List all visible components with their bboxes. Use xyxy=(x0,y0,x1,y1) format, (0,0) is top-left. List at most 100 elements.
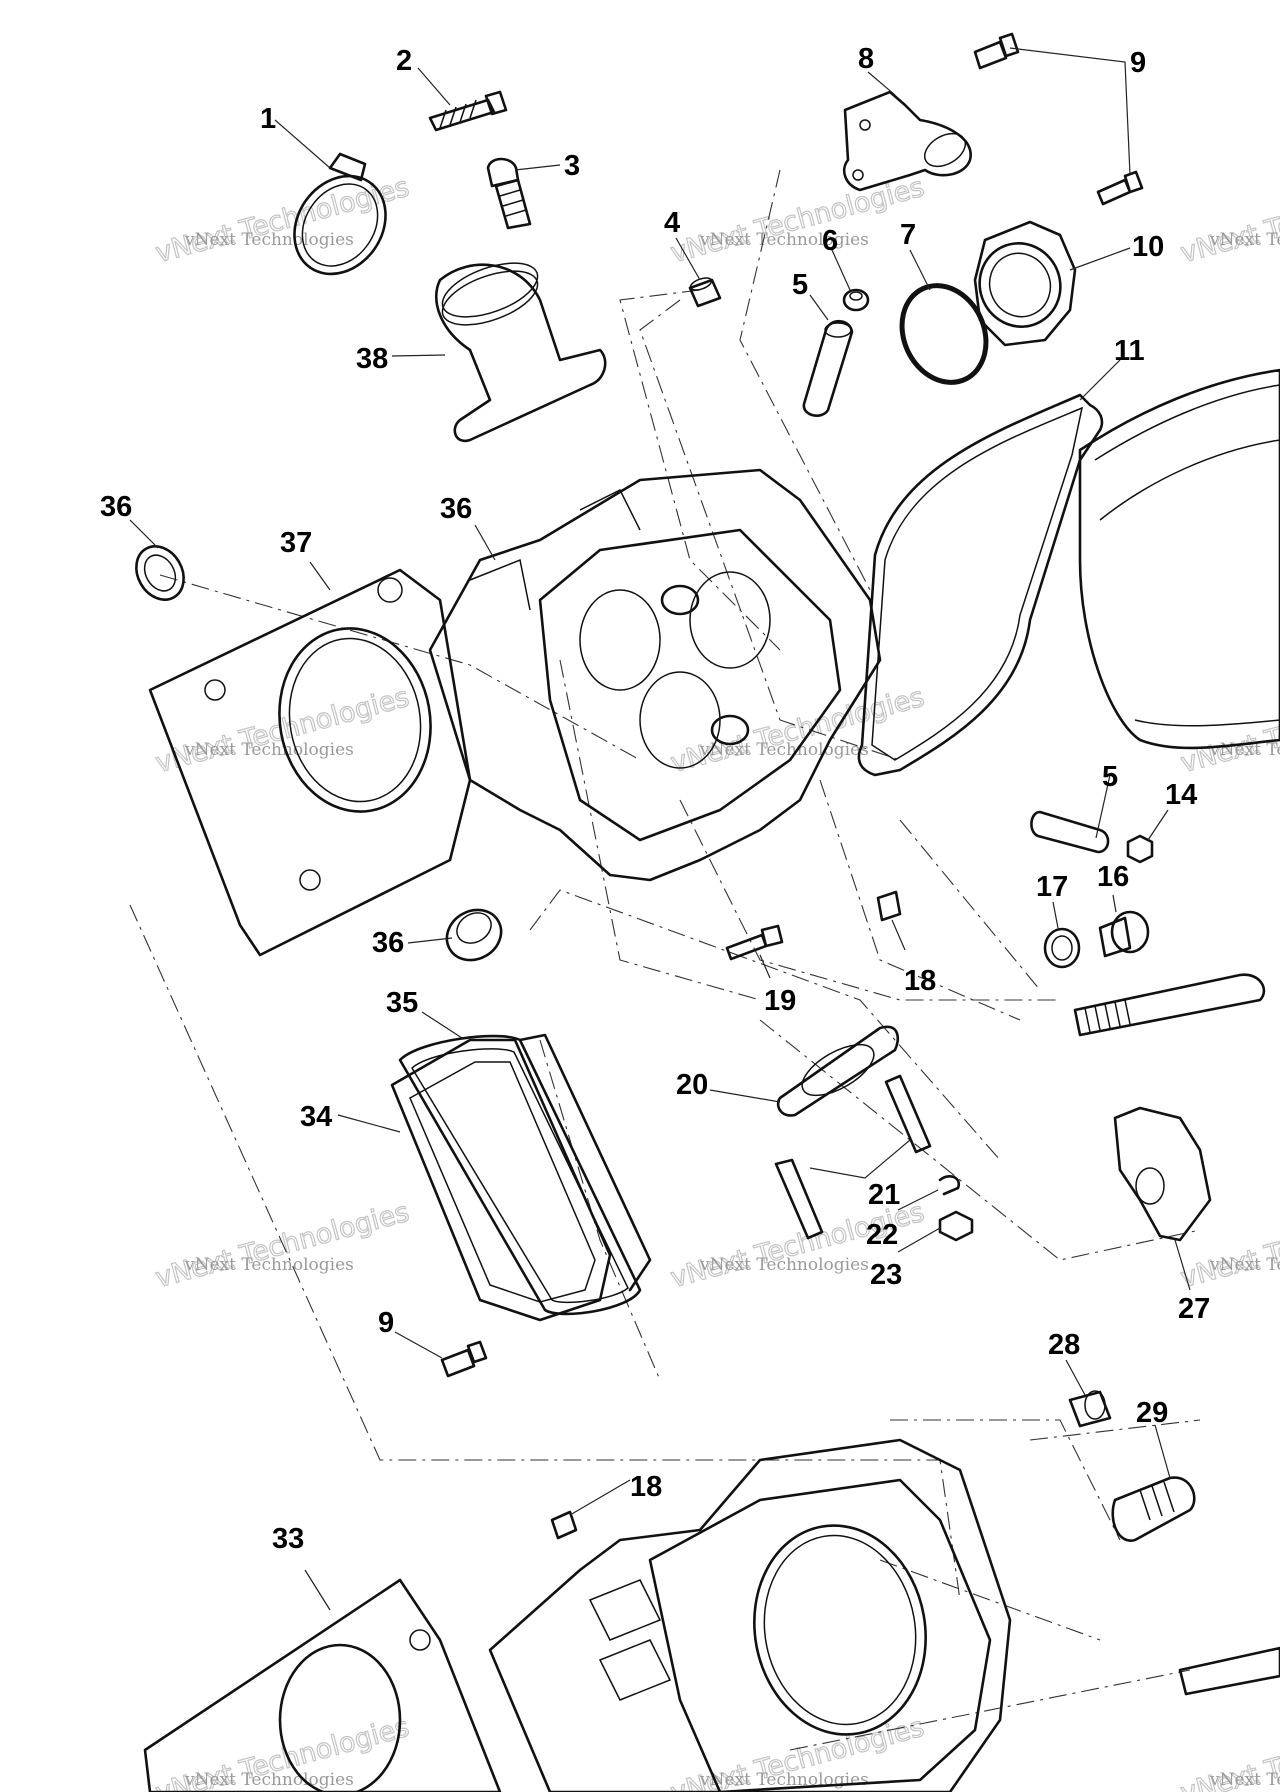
leader-line xyxy=(309,561,331,591)
leader-line xyxy=(391,354,446,357)
part-cover-gasket-35 xyxy=(398,1034,642,1316)
leader-line xyxy=(474,524,496,561)
part-clip-22 xyxy=(938,1175,961,1196)
watermark-text: vNext Technologies xyxy=(184,740,354,760)
callout-8: 8 xyxy=(858,43,874,75)
assembly-line xyxy=(789,1669,1191,1751)
watermark-outline: vNext Technologies xyxy=(1177,1197,1280,1294)
part-base-gasket-37 xyxy=(148,568,472,957)
watermark-text: vNext Technologies xyxy=(699,230,869,250)
watermark-text: vNext Technologies xyxy=(699,1255,869,1275)
part-long-bolt xyxy=(1073,973,1280,1696)
part-o-ring-7 xyxy=(899,283,989,385)
leader-line xyxy=(274,119,331,169)
watermark-text: vNext Technologies xyxy=(1209,230,1280,250)
assembly-lines xyxy=(129,169,1201,1751)
assembly-line xyxy=(559,659,761,1001)
part-plug-16 xyxy=(1098,910,1150,958)
watermark-text: vNext Technologies xyxy=(1209,1770,1280,1790)
callout-18: 18 xyxy=(630,1471,662,1503)
callout-17: 17 xyxy=(1036,871,1068,903)
part-clamp xyxy=(293,152,387,276)
part-bracket-27 xyxy=(1113,1106,1212,1242)
callout-5: 5 xyxy=(792,269,808,301)
callout-27: 27 xyxy=(1178,1293,1210,1325)
part-cylinder xyxy=(488,1438,1012,1792)
leader-line xyxy=(809,294,829,321)
assembly-line xyxy=(819,779,1021,1021)
watermark: vNext Technologies vNext Technologies xyxy=(1177,1711,1280,1792)
watermark-outline: vNext Technologies xyxy=(1177,682,1280,779)
watermark: vNext Technologies vNext Technologies xyxy=(152,171,413,270)
part-screw-3 xyxy=(486,157,532,230)
callout-36: 36 xyxy=(100,491,132,523)
watermark-text: vNext Technologies xyxy=(184,1770,354,1790)
part-thermostat-housing-10 xyxy=(973,220,1077,347)
assembly-line xyxy=(539,1039,661,1381)
part-intake-boot xyxy=(435,262,607,443)
part-bolt-2 xyxy=(428,90,508,132)
callout-36: 36 xyxy=(440,493,472,525)
callout-29: 29 xyxy=(1136,1397,1168,1429)
callout-37: 37 xyxy=(280,527,312,559)
assembly-line xyxy=(619,289,781,651)
assembly-line xyxy=(679,799,1060,1001)
callout-34: 34 xyxy=(300,1101,332,1133)
callout-4: 4 xyxy=(664,207,680,239)
leader-line xyxy=(897,1189,939,1211)
callout-11: 11 xyxy=(1114,335,1145,367)
assembly-line xyxy=(899,819,1041,991)
leader-line xyxy=(1154,1424,1171,1479)
callout-3: 3 xyxy=(564,150,580,182)
leader-line xyxy=(897,1227,941,1253)
watermark-outline: vNext Technologies xyxy=(1177,172,1280,269)
assembly-line xyxy=(129,904,961,1601)
leader-line xyxy=(407,937,453,944)
leader-line xyxy=(831,249,851,291)
callout-10: 10 xyxy=(1132,231,1164,263)
watermark-text: vNext Technologies xyxy=(184,230,354,250)
part-nut-23 xyxy=(938,1210,974,1242)
watermark-outline: vNext Technologies xyxy=(152,682,412,779)
callout-9: 9 xyxy=(1130,47,1146,79)
leader-line xyxy=(337,1114,401,1133)
watermark: vNext Technologies vNext Technologies xyxy=(667,1711,928,1792)
part-washer-17 xyxy=(1043,927,1081,969)
watermarks: vNext Technologies vNext Technologies vN… xyxy=(152,171,1280,1792)
part-fitting-29 xyxy=(1111,1476,1196,1542)
leader-line xyxy=(417,67,451,106)
leader-line xyxy=(1009,47,1131,176)
watermark-outline: vNext Technologies xyxy=(667,682,927,779)
leader-line xyxy=(514,164,561,171)
leader-line xyxy=(1052,901,1059,929)
callout-19: 19 xyxy=(764,985,796,1017)
assembly-line xyxy=(879,1559,1101,1641)
part-stud-21 xyxy=(774,1074,932,1240)
callout-22: 22 xyxy=(866,1219,898,1251)
leader-line xyxy=(867,71,896,96)
callout-14: 14 xyxy=(1165,779,1197,811)
assembly-line xyxy=(759,1019,1201,1261)
part-seal-6 xyxy=(842,288,870,312)
leader-line xyxy=(709,1089,781,1103)
watermark: vNext Technologies vNext Technologies xyxy=(152,1196,413,1295)
leader-line xyxy=(1065,1359,1086,1396)
watermark: vNext Technologies vNext Technologies xyxy=(1177,171,1280,270)
leader-line xyxy=(809,1139,911,1179)
leader-line xyxy=(759,954,771,979)
part-cover-34 xyxy=(390,1033,652,1322)
callout-20: 20 xyxy=(676,1069,708,1101)
leader-line xyxy=(1112,894,1117,913)
part-seal-36 xyxy=(135,545,503,962)
part-gasket-33 xyxy=(143,1578,502,1792)
leader-lines xyxy=(129,47,1191,1611)
callout-38: 38 xyxy=(356,343,388,375)
leader-line xyxy=(421,1011,463,1039)
callout-23: 23 xyxy=(870,1259,902,1291)
callout-16: 16 xyxy=(1097,861,1129,893)
callout-33: 33 xyxy=(272,1523,304,1555)
leader-line xyxy=(675,237,701,281)
part-gasket-20 xyxy=(776,1025,900,1117)
assembly-line xyxy=(739,169,871,591)
